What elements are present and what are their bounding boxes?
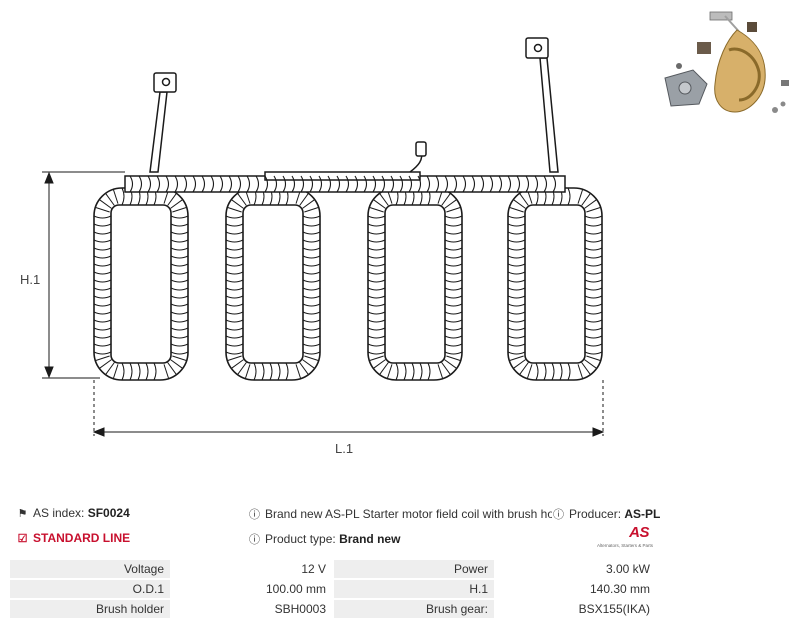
connecting-cable xyxy=(124,171,566,193)
standard-line-badge: ☑STANDARD LINE xyxy=(17,531,131,545)
spec-value: SBH0003 xyxy=(172,600,332,618)
table-row: O.D.1 100.00 mm H.1 140.30 mm xyxy=(10,580,656,598)
check-square-icon: ☑ xyxy=(17,533,28,545)
field-coil-drawing: H.1 L.1 xyxy=(20,37,605,456)
cable-wraps xyxy=(129,175,557,193)
terminal-left xyxy=(149,72,177,173)
info-icon: ⓘ xyxy=(249,509,260,521)
info-icon: ⓘ xyxy=(553,509,564,521)
spec-value: BSX155(IKA) xyxy=(496,600,656,618)
table-row: Voltage 12 V Power 3.00 kW xyxy=(10,560,656,578)
product-photo xyxy=(655,0,800,125)
height-label: H.1 xyxy=(20,272,40,287)
as-pl-logo: AS Alternators, Starters & Parts xyxy=(585,524,653,552)
spec-key: Brush gear: xyxy=(334,600,494,618)
terminal-middle xyxy=(409,141,427,173)
coil-group xyxy=(93,187,603,381)
spec-key: O.D.1 xyxy=(10,580,170,598)
spec-key: Brush holder xyxy=(10,600,170,618)
logo-tagline: Alternators, Starters & Parts xyxy=(596,543,653,548)
coil-4 xyxy=(507,187,603,381)
specs-table: Voltage 12 V Power 3.00 kW O.D.1 100.00 … xyxy=(8,558,658,620)
spec-value: 140.30 mm xyxy=(496,580,656,598)
producer-value: AS-PL xyxy=(624,507,661,521)
coil-2 xyxy=(225,187,321,381)
table-row: Brush holder SBH0003 Brush gear: BSX155(… xyxy=(10,600,656,618)
spec-value: 3.00 kW xyxy=(496,560,656,578)
spec-key: H.1 xyxy=(334,580,494,598)
terminal-right xyxy=(525,37,559,173)
as-index: ⚑AS index: SF0024 xyxy=(17,506,130,520)
coil-3 xyxy=(367,187,463,381)
info-icon: ⓘ xyxy=(249,534,260,546)
logo-mark: AS xyxy=(629,524,649,541)
as-index-value: SF0024 xyxy=(87,506,130,520)
length-dimension xyxy=(92,380,605,437)
spec-key: Power xyxy=(334,560,494,578)
tag-icon: ⚑ xyxy=(17,508,28,520)
length-label: L.1 xyxy=(335,441,353,456)
spec-value: 12 V xyxy=(172,560,332,578)
spec-key: Voltage xyxy=(10,560,170,578)
coil-1 xyxy=(93,187,189,381)
height-dimension xyxy=(42,171,125,379)
spec-value: 100.00 mm xyxy=(172,580,332,598)
product-type-value: Brand new xyxy=(339,532,401,546)
